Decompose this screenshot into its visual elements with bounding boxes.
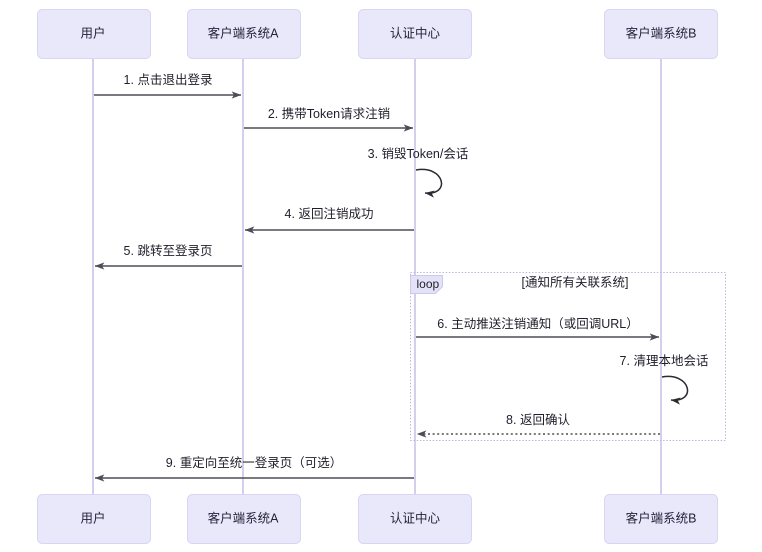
message-label: 7. 清理本地会话 — [620, 354, 709, 368]
participant-box[interactable] — [358, 494, 472, 544]
participant-label: 客户端系统A — [208, 25, 280, 40]
participant-box[interactable] — [187, 9, 301, 59]
participant-bottom-client_a[interactable]: 客户端系统A — [187, 494, 301, 544]
message-5: 5. 跳转至登录页 — [94, 243, 242, 270]
participant-top-auth[interactable]: 认证中心 — [358, 9, 472, 59]
message-3: 3. 销毁Token/会话 — [368, 146, 469, 198]
participant-box[interactable] — [358, 9, 472, 59]
participant-label: 认证中心 — [390, 25, 441, 40]
participant-top-user[interactable]: 用户 — [37, 9, 151, 59]
participant-bottom-auth[interactable]: 认证中心 — [358, 494, 472, 544]
message-1: 1. 点击退出登录 — [94, 72, 242, 99]
message-7: 7. 清理本地会话 — [620, 354, 709, 405]
participant-box[interactable] — [187, 494, 301, 544]
message-4: 4. 返回注销成功 — [244, 206, 414, 234]
message-6: 6. 主动推送注销通知（或回调URL） — [416, 316, 660, 341]
fragment-tab — [410, 275, 443, 294]
message-label: 8. 返回确认 — [506, 413, 570, 427]
participant-label: 用户 — [80, 25, 105, 40]
participant-box[interactable] — [37, 494, 151, 544]
message-label: 5. 跳转至登录页 — [124, 243, 213, 258]
message-self-loop-arrow — [661, 375, 689, 405]
message-2: 2. 携带Token请求注销 — [244, 106, 414, 132]
message-label: 6. 主动推送注销通知（或回调URL） — [437, 316, 638, 331]
fragment-border — [410, 272, 726, 441]
message-self-loop-arrow — [415, 168, 443, 198]
message-label: 2. 携带Token请求注销 — [268, 106, 390, 121]
participant-box[interactable] — [604, 494, 718, 544]
participant-box[interactable] — [604, 9, 718, 59]
participant-label: 客户端系统B — [626, 25, 697, 40]
message-label: 3. 销毁Token/会话 — [368, 146, 469, 161]
message-label: 9. 重定向至统一登录页（可选） — [166, 455, 342, 470]
fragment-condition-label: [通知所有关联系统] — [522, 275, 629, 289]
participant-top-client_a[interactable]: 客户端系统A — [187, 9, 301, 59]
participant-bottom-client_b[interactable]: 客户端系统B — [604, 494, 718, 544]
fragments-layer: loop [通知所有关联系统] — [410, 272, 726, 441]
message-9: 9. 重定向至统一登录页（可选） — [94, 455, 414, 482]
participant-label: 认证中心 — [390, 510, 441, 525]
message-label: 4. 返回注销成功 — [285, 206, 374, 221]
participant-label: 客户端系统A — [208, 510, 280, 525]
fragment-loop-notify: loop [通知所有关联系统] — [410, 272, 726, 441]
participant-label: 用户 — [80, 510, 105, 525]
participant-top-client_b[interactable]: 客户端系统B — [604, 9, 718, 59]
messages-layer: 1. 点击退出登录 2. 携带Token请求注销 3. 销毁Token/会话 4. 返… — [94, 72, 709, 482]
participant-label: 客户端系统B — [626, 510, 697, 525]
fragment-operator-label: loop — [417, 277, 440, 291]
message-label: 1. 点击退出登录 — [124, 72, 213, 87]
participant-bottom-user[interactable]: 用户 — [37, 494, 151, 544]
participant-box[interactable] — [37, 9, 151, 59]
message-8: 8. 返回确认 — [416, 413, 660, 438]
